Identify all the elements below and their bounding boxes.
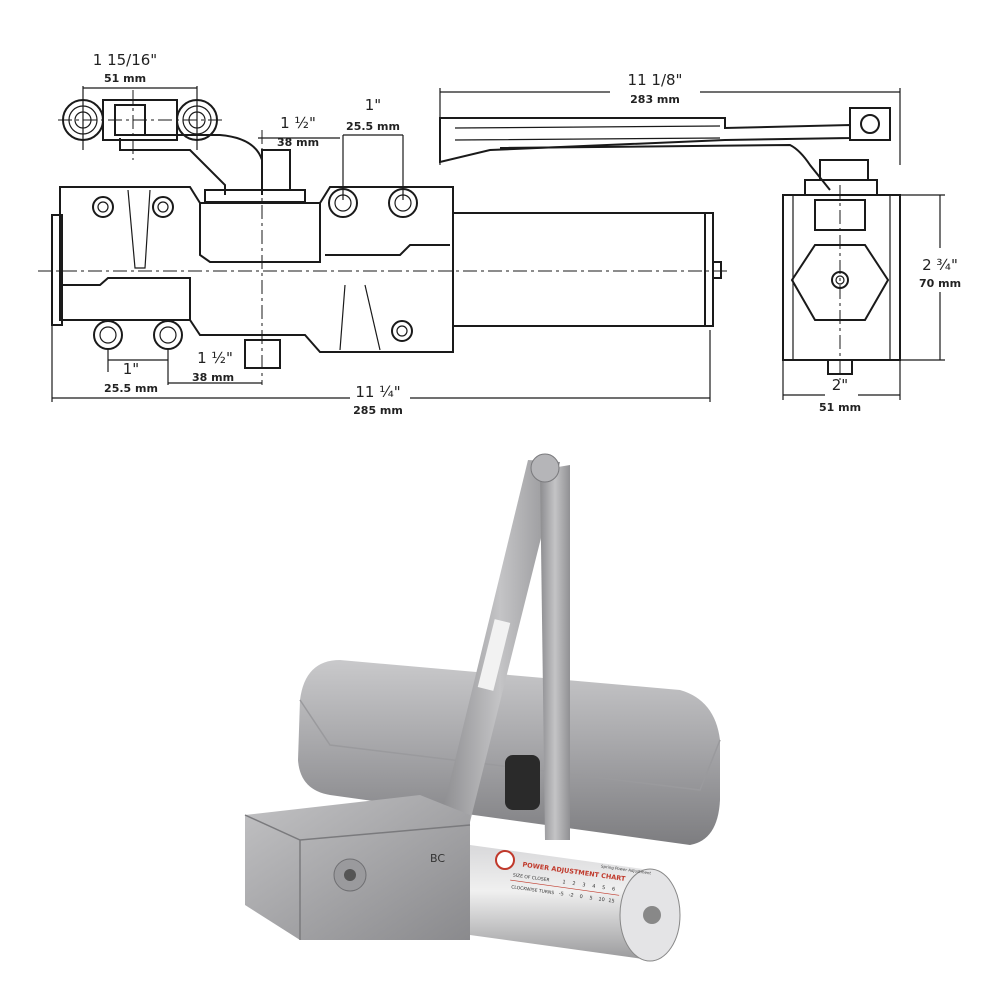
bottom-shoe-offset-inch: 1 ½" [197, 349, 233, 367]
overall-length-mm: 285 mm [353, 404, 403, 417]
closer-cylinder [470, 845, 650, 960]
arm-width-inch: 1 15/16" [93, 51, 157, 69]
body-width-mm: 51 mm [819, 401, 861, 414]
body-mark: BC [430, 852, 445, 865]
body-height-mm: 70 mm [919, 277, 961, 290]
top-shoe-offset-inch: 1 ½" [280, 114, 316, 132]
overall-length-inch: 11 ¼" [355, 383, 400, 401]
bottom-hole-spacing-mm: 25.5 mm [104, 382, 158, 395]
arm-width-mm: 51 mm [104, 72, 146, 85]
bottom-shoe-offset-mm: 38 mm [192, 371, 234, 384]
arm-length-mm: 283 mm [630, 93, 680, 106]
row2-label: CLOCKWISE TURNS [511, 884, 555, 896]
forearm [540, 465, 570, 840]
front-view-drawing: 1 15/16" 51 mm 1 ½" 38 mm 1" 25.5 mm [38, 51, 730, 417]
top-hole-spacing-mm: 25.5 mm [346, 120, 400, 133]
top-hole-spacing-inch: 1" [365, 96, 381, 114]
arm-length-inch: 11 1/8" [628, 71, 683, 89]
top-shoe-offset-mm: 38 mm [277, 136, 319, 149]
svg-text:1 15/16": 1 15/16" [93, 51, 157, 69]
body-width-inch: 2" [832, 376, 848, 394]
product-photo: BC POWER ADJUSTMENT CHART Spring Power A… [244, 453, 721, 962]
body-height-inch: 2 ¾" [922, 256, 958, 274]
ul-logo-icon [495, 850, 515, 870]
row1-label: SIZE OF CLOSER [512, 872, 549, 883]
side-view-drawing: 11 1/8" 283 mm 2 ¾" 70 mm 2" 51 mm [439, 71, 961, 414]
bottom-hole-spacing-inch: 1" [123, 360, 139, 378]
